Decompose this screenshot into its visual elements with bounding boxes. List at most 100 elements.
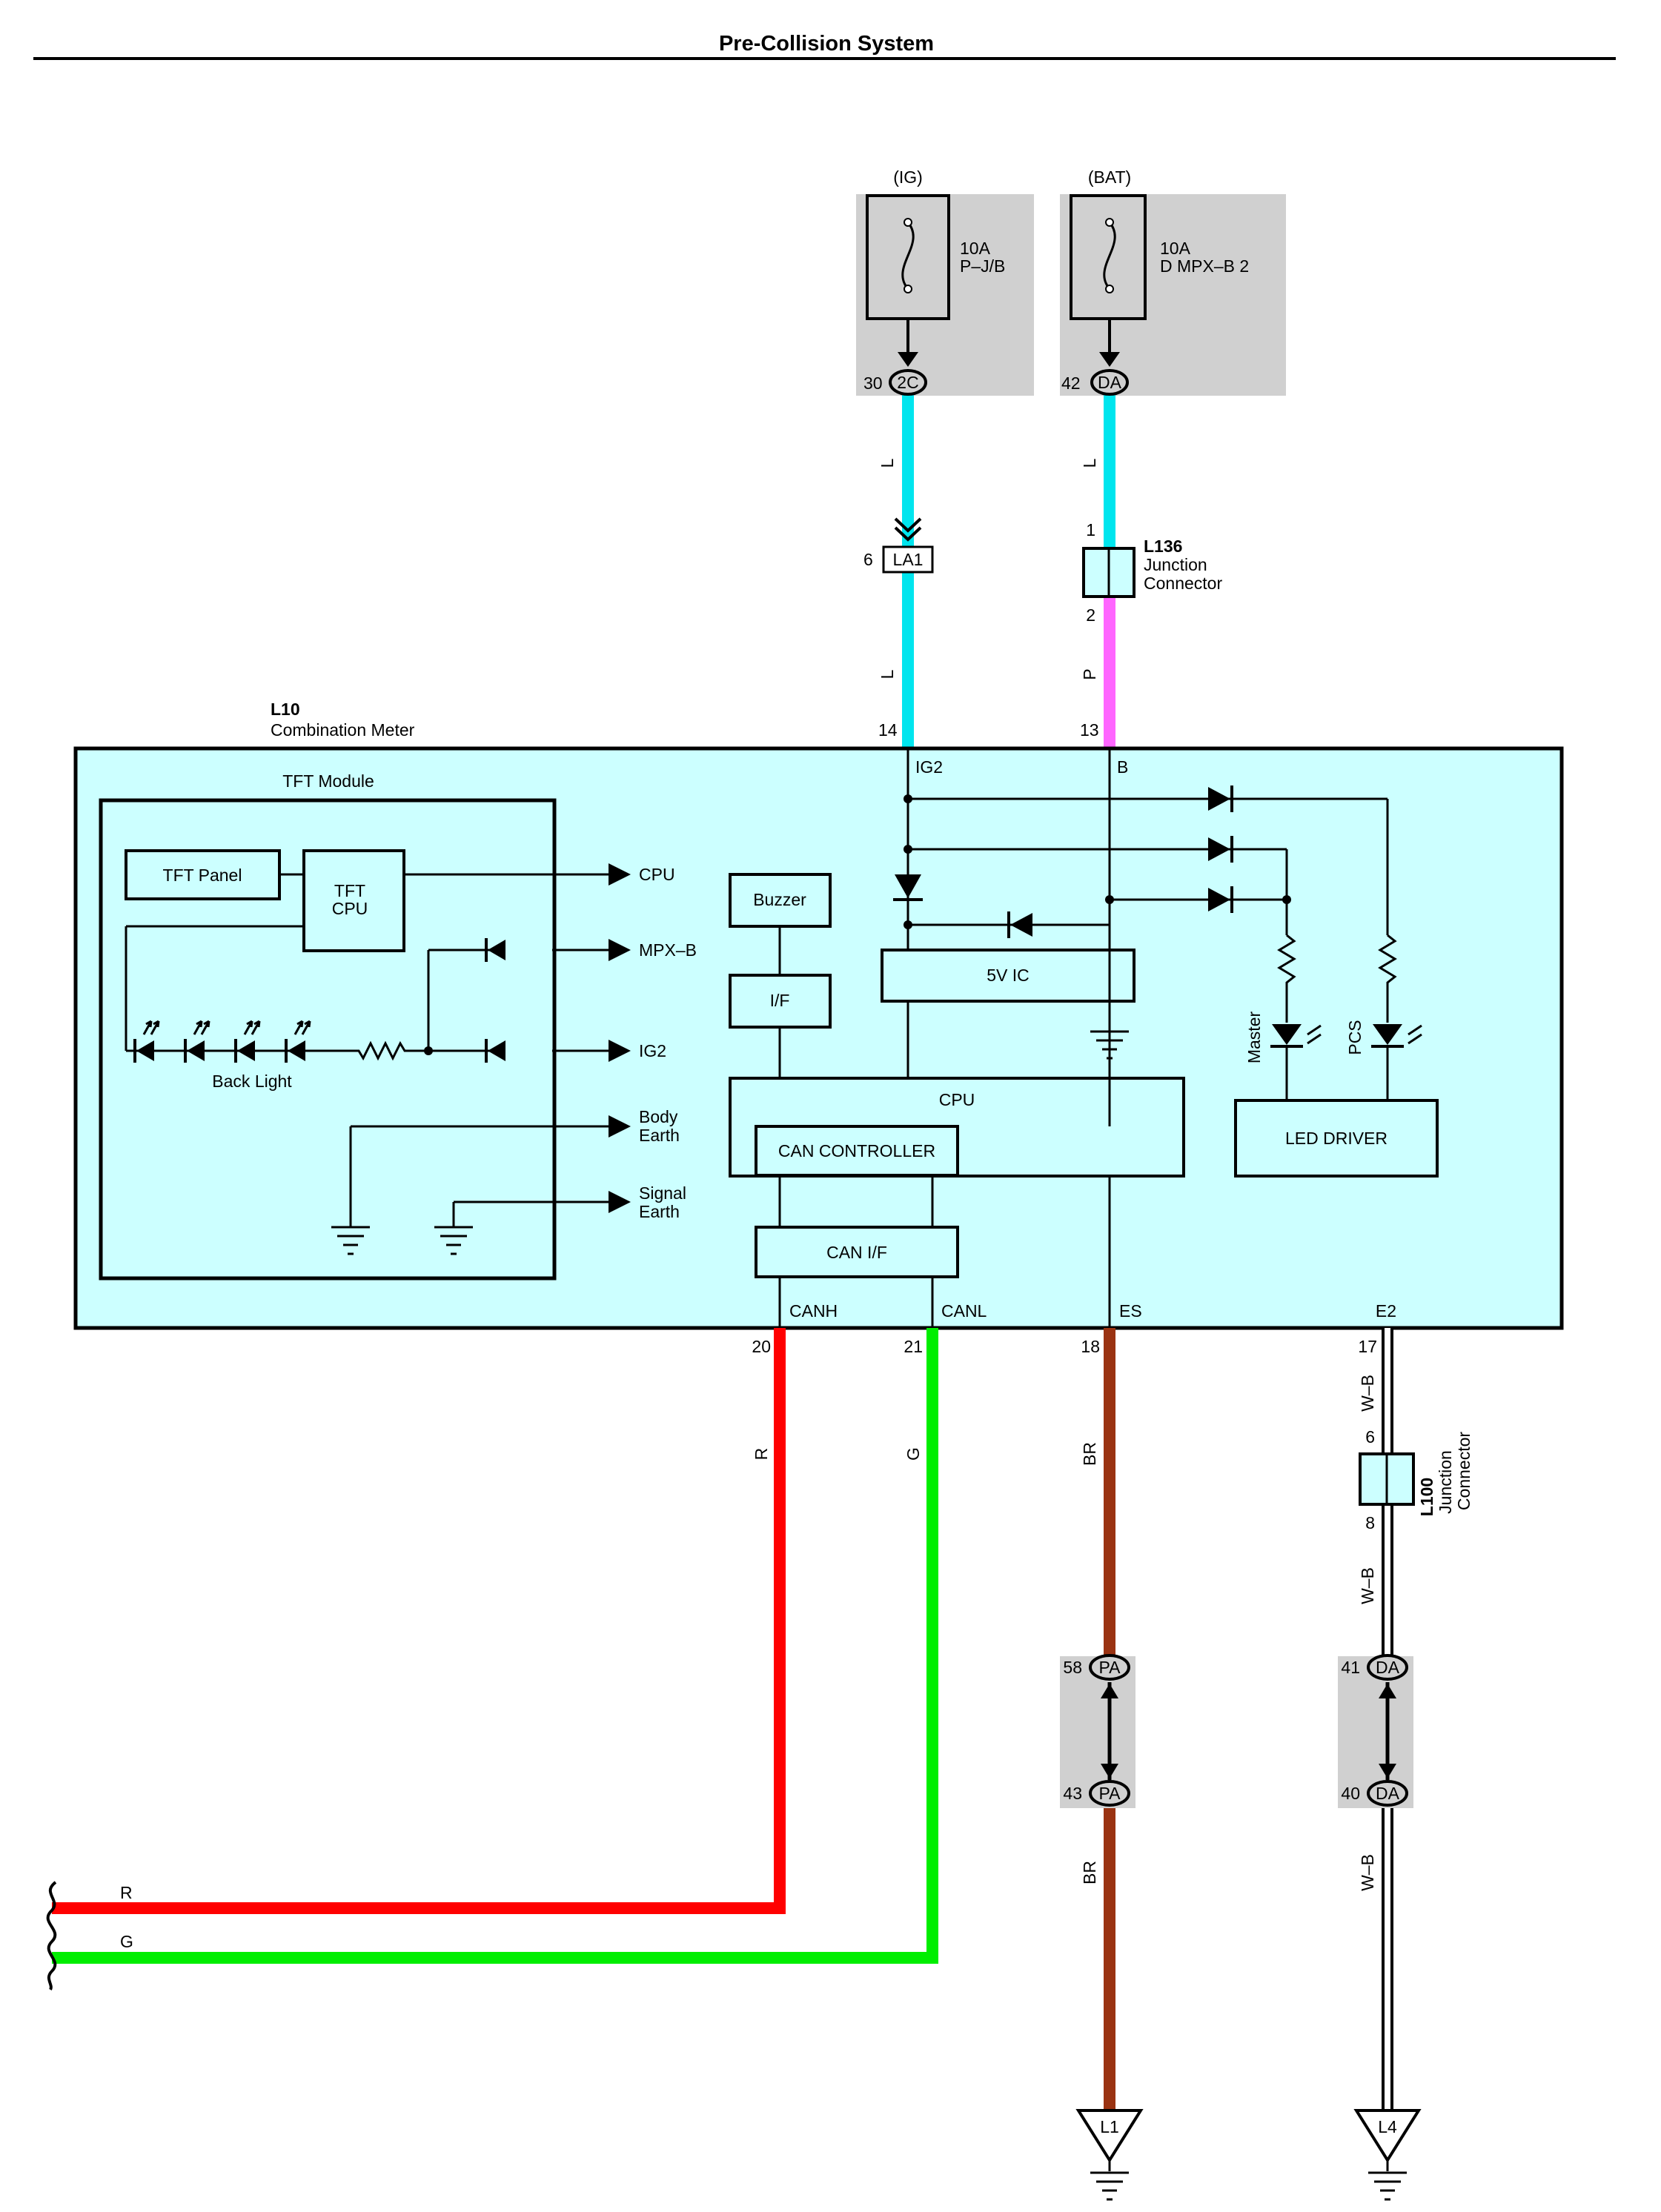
svg-text:Buzzer: Buzzer	[753, 890, 806, 909]
svg-text:LED DRIVER: LED DRIVER	[1285, 1129, 1388, 1148]
wire-label-bat-bottom: P	[1080, 668, 1099, 680]
bus-r-label: R	[120, 1883, 133, 1902]
bat-tag: (BAT)	[1088, 167, 1131, 187]
svg-text:Junction: Junction	[1436, 1450, 1455, 1514]
wire-label-es-top: BR	[1080, 1442, 1099, 1466]
meter-pin-13: 13	[1080, 720, 1099, 740]
body-earth-2: Earth	[639, 1126, 680, 1145]
connector-2c: 2C	[889, 369, 927, 396]
resistor-master	[1277, 934, 1296, 1023]
svg-text:DA: DA	[1098, 373, 1122, 392]
bat-fuse-amp: 10A	[1160, 239, 1191, 258]
svg-text:PA: PA	[1099, 1658, 1121, 1677]
term-canh: CANH	[789, 1301, 838, 1321]
wire-label-ig-bottom: L	[878, 669, 897, 679]
la1-pin: 6	[863, 550, 873, 569]
svg-text:1: 1	[1086, 520, 1095, 539]
svg-text:TFT Panel: TFT Panel	[163, 866, 242, 885]
master-led	[1270, 1024, 1322, 1100]
svg-text:6: 6	[1365, 1427, 1375, 1447]
ig-pin: 30	[863, 373, 883, 393]
tft-out-mpxb: MPX–B	[639, 940, 697, 960]
svg-text:L136: L136	[1144, 537, 1182, 556]
can-if: CAN I/F	[755, 1226, 959, 1278]
ic-5v: 5V IC	[881, 949, 1135, 1003]
bus-break-icon	[46, 1881, 57, 1990]
svg-text:58: 58	[1063, 1658, 1082, 1677]
junction-connector-l136: 1 2 L136 Junction Connector	[1082, 520, 1222, 625]
led-driver: LED DRIVER	[1234, 1099, 1439, 1178]
term-es: ES	[1119, 1301, 1142, 1321]
meter-pin-14: 14	[878, 720, 898, 740]
pcs-led	[1371, 1024, 1422, 1100]
wire-label-bat-top: L	[1080, 458, 1099, 468]
bat-fuse-block: (BAT) 10A D MPX–B 2 42	[1060, 167, 1286, 396]
body-earth-1: Body	[639, 1107, 678, 1126]
diode-b-5v	[1010, 913, 1032, 937]
svg-text:CPU: CPU	[332, 899, 368, 918]
combination-meter-box	[73, 746, 1564, 1330]
pin-21: 21	[904, 1337, 923, 1356]
backlight-leds	[133, 1020, 311, 1063]
svg-text:CAN I/F: CAN I/F	[826, 1243, 887, 1262]
signal-earth-2: Earth	[639, 1202, 680, 1221]
svg-text:CPU: CPU	[939, 1090, 975, 1109]
term-e2: E2	[1376, 1301, 1396, 1321]
backlight-label: Back Light	[212, 1072, 292, 1091]
can-controller: CAN CONTROLLER	[755, 1125, 959, 1177]
meter-code: L10	[271, 700, 300, 719]
svg-text:41: 41	[1341, 1658, 1360, 1677]
svg-text:I/F: I/F	[770, 991, 790, 1010]
bat-fuse-name: D MPX–B 2	[1160, 256, 1249, 276]
ground-point-l1: L1	[1075, 2109, 1144, 2201]
tft-module-title: TFT Module	[282, 771, 374, 791]
resistor-pcs	[1378, 934, 1397, 1023]
tft-out-ig2: IG2	[639, 1041, 666, 1060]
svg-text:Connector: Connector	[1454, 1432, 1473, 1510]
wire-label-e2-bottom: W–B	[1358, 1854, 1377, 1891]
led-master-label: Master	[1244, 1012, 1264, 1064]
term-b: B	[1117, 757, 1128, 777]
pin-17: 17	[1358, 1337, 1377, 1356]
wire-canh-r	[52, 1328, 786, 1914]
svg-text:L4: L4	[1378, 2117, 1397, 2136]
diode-ig2-down	[895, 874, 921, 898]
bat-pin: 42	[1061, 373, 1081, 393]
wire-label-canl: G	[904, 1447, 923, 1461]
svg-text:L1: L1	[1100, 2117, 1119, 2136]
tft-panel: TFT Panel	[125, 849, 281, 900]
ig-fuse-name: P–J/B	[960, 256, 1005, 276]
backlight-resistor	[326, 1040, 428, 1061]
connector-la1: LA1 6	[863, 517, 934, 574]
svg-text:2: 2	[1086, 605, 1095, 625]
svg-text:TFT: TFT	[334, 881, 365, 900]
svg-text:L100: L100	[1417, 1478, 1436, 1516]
wire-label-canh: R	[752, 1448, 771, 1461]
signal-earth-1: Signal	[639, 1183, 686, 1203]
ig-fuse-block: (IG) 10A P–J/B 30	[856, 167, 1034, 396]
svg-text:43: 43	[1063, 1784, 1082, 1803]
connector-da-top: DA	[1090, 369, 1129, 396]
wire-label-e2-top: W–B	[1358, 1375, 1377, 1412]
pin-20: 20	[752, 1337, 771, 1356]
bus-g-label: G	[120, 1932, 133, 1951]
svg-text:40: 40	[1341, 1784, 1360, 1803]
ig-fuse-amp: 10A	[960, 239, 991, 258]
tft-body-ground-icon	[331, 1226, 370, 1255]
pin-18: 18	[1081, 1337, 1100, 1356]
svg-text:5V IC: 5V IC	[987, 966, 1030, 985]
connector-pa: PA PA 58 43	[1060, 1654, 1135, 1808]
wire-label-es-bottom: BR	[1080, 1861, 1099, 1884]
term-ig2: IG2	[915, 757, 943, 777]
svg-text:DA: DA	[1376, 1658, 1400, 1677]
svg-text:Connector: Connector	[1144, 574, 1222, 593]
svg-text:Junction: Junction	[1144, 555, 1207, 574]
led-pcs-label: PCS	[1345, 1020, 1365, 1054]
svg-text:PA: PA	[1099, 1784, 1121, 1803]
wire-label-ig-top: L	[878, 458, 897, 468]
svg-text:DA: DA	[1376, 1784, 1400, 1803]
svg-text:2C: 2C	[897, 373, 918, 392]
wire-label-e2-middle: W–B	[1358, 1567, 1377, 1604]
ig-tag: (IG)	[893, 167, 923, 187]
